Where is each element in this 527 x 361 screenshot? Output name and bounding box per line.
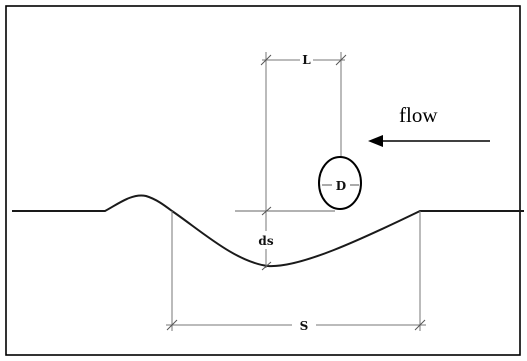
pile-circle [318,156,362,210]
flow-arrow-head [368,135,383,147]
l-tick-left [260,54,272,66]
l-tick-right [335,54,347,66]
s-tick-left [166,319,178,331]
ds-tick-top [261,206,272,216]
d-label: D [336,179,346,193]
flow-label: flow [399,103,438,127]
frame-border [5,5,521,356]
bed-profile [12,194,524,268]
ds-label: ds [258,234,273,248]
l-label: L [302,53,311,67]
s-label: S [300,319,309,333]
s-tick-right [414,319,426,331]
ds-label-background [254,231,278,249]
ds-tick-bottom [261,261,272,271]
